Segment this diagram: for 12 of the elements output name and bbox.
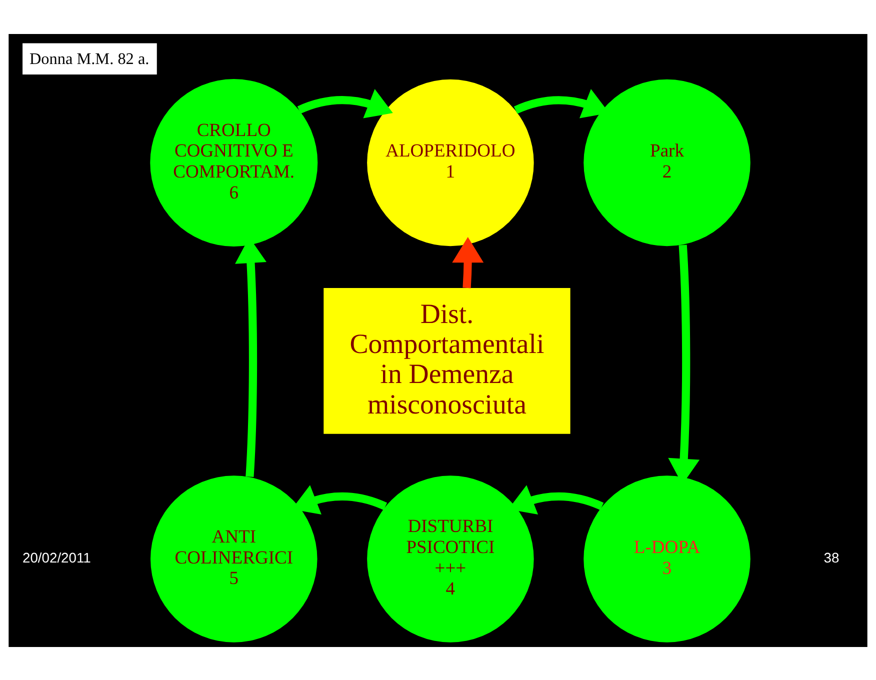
node-box: Dist. Comportamentali in Demenza misconosciuta (324, 288, 570, 434)
arrow (452, 236, 484, 288)
node-circle: ALOPERIDOLO 1 (367, 78, 534, 246)
node-circle: Park 2 (584, 78, 750, 246)
label: 38 (824, 549, 840, 566)
label: 20/02/2011 (22, 549, 91, 566)
diagram-title: Donna M.M. 82 a. (29, 49, 150, 68)
node-circle: ANTI COLINERGICI 5 (150, 475, 318, 642)
arrow (297, 88, 393, 118)
node-circle: L-DOPA 3 (584, 475, 750, 642)
node-circle: DISTURBI PSICOTICI +++ 4 (367, 475, 534, 642)
node-circle: CROLLO COGNITIVO E COMPORTAM. 6 (150, 78, 318, 246)
